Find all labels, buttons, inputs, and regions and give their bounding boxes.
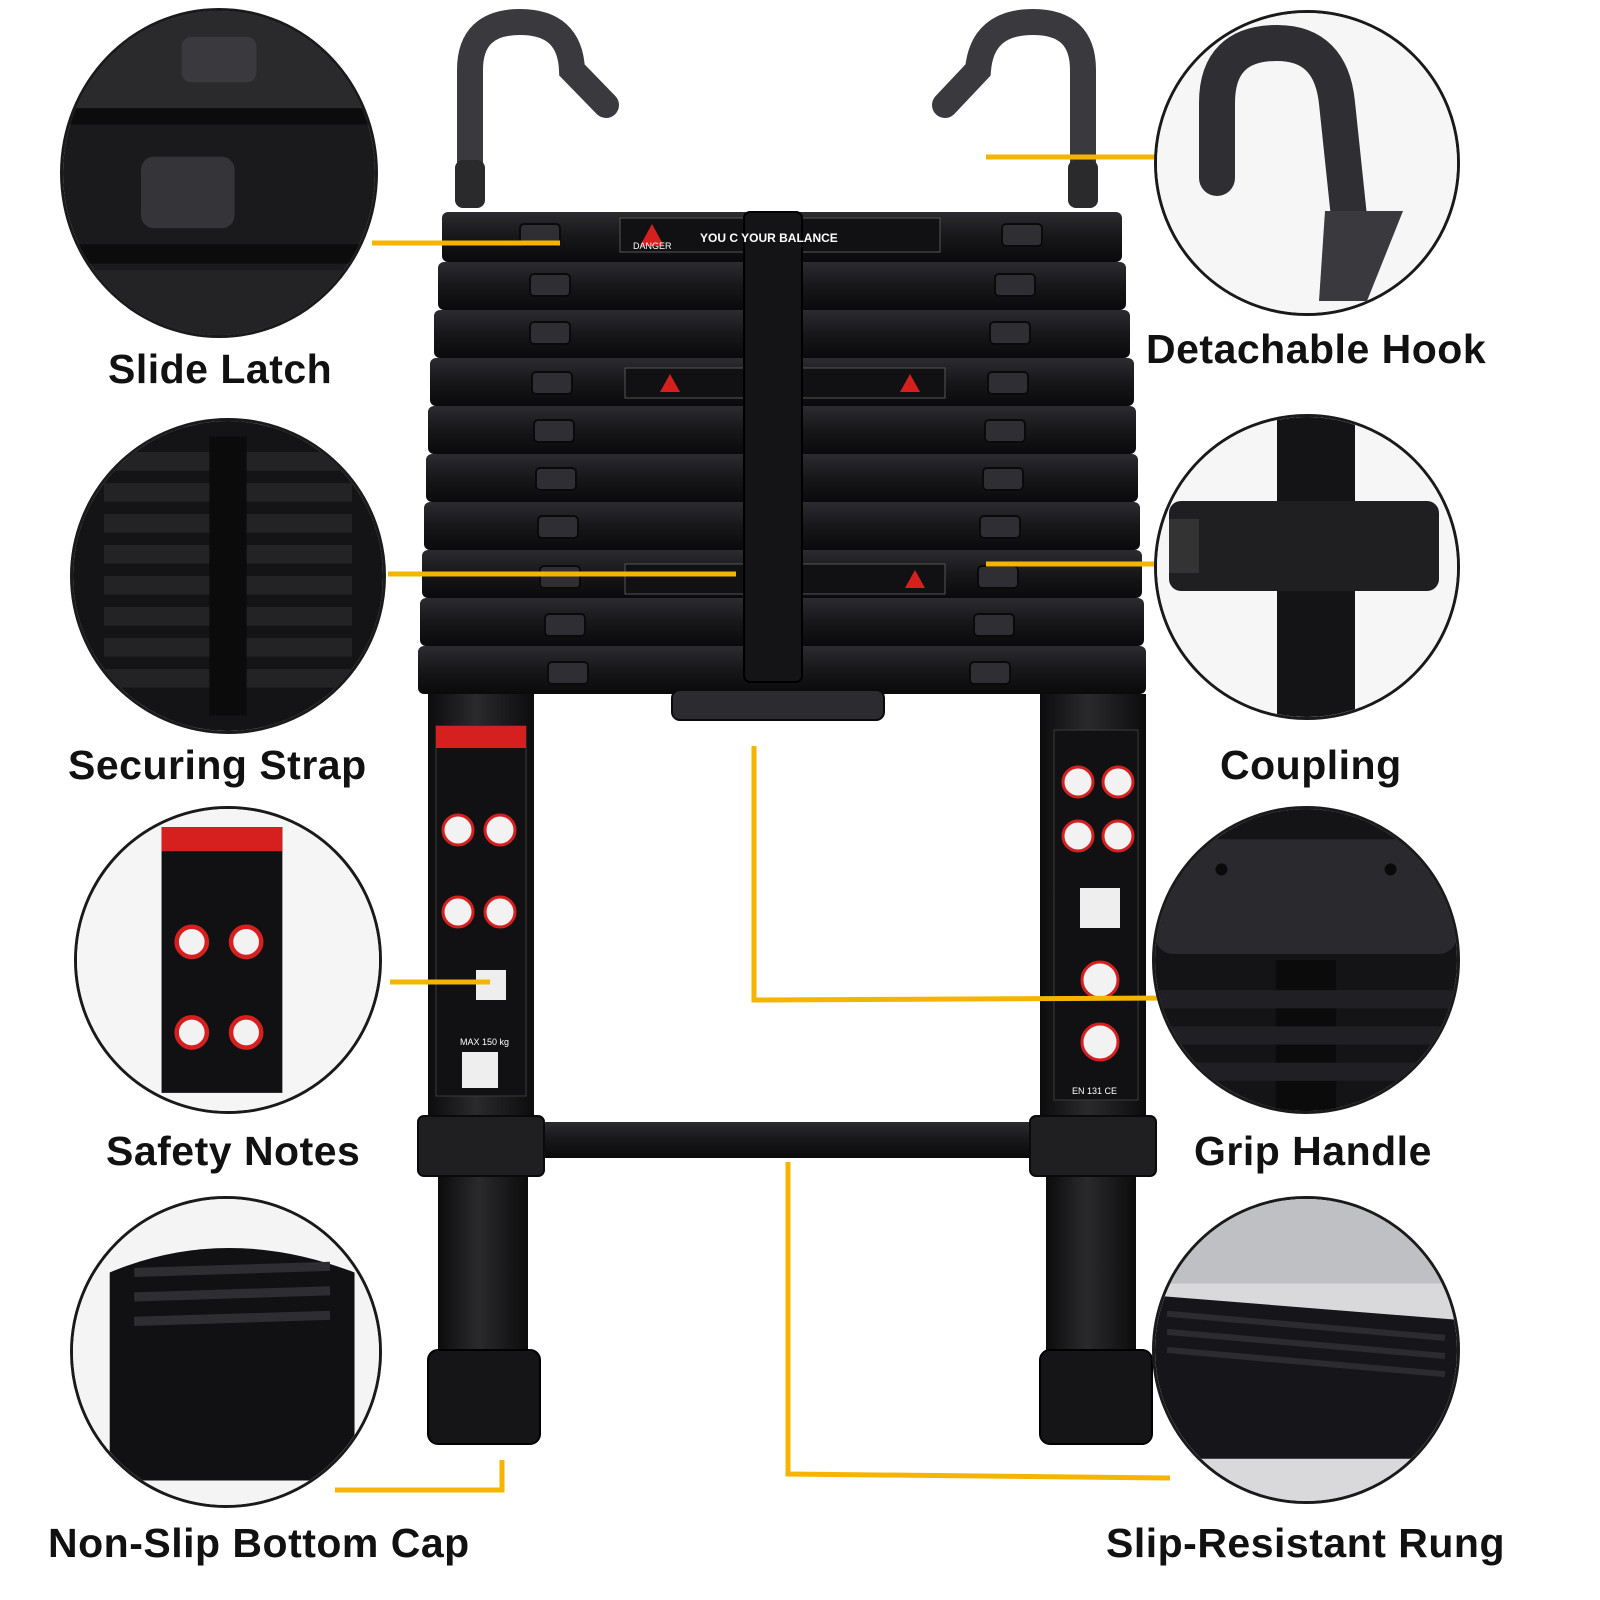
slip-resistant-rung-label: Slip-Resistant Rung [1106,1520,1506,1566]
detachable-hook-closeup [1154,10,1460,316]
strap [743,211,803,683]
foot-cap-left [427,1349,541,1445]
coupling-left [417,1115,545,1177]
non-slip-bottom-cap-label: Non-Slip Bottom Cap [48,1520,470,1566]
grip-handle-label: Grip Handle [1194,1128,1432,1174]
grip-handle-closeup [1152,806,1460,1114]
hook-left [457,8,619,203]
coupling-closeup [1154,414,1460,720]
detachable-hook-label: Detachable Hook [1146,326,1487,372]
foot-cap-right [1039,1349,1153,1445]
slide-latch-label: Slide Latch [108,346,333,392]
grip-handle [671,689,885,721]
safety-notes-label: Safety Notes [106,1128,361,1174]
leader-lines [335,154,1181,1493]
slip-resistant-rung-closeup [1152,1196,1460,1504]
bottom-rung [526,1122,1046,1158]
slide-latch-closeup [60,8,378,338]
coupling-right [1029,1115,1157,1177]
max-load-sticker: MAX 150 kg [460,1037,509,1047]
standard-sticker: EN 131 CE [1072,1086,1117,1096]
hook-right [932,8,1096,203]
bottom-cap-closeup [70,1196,382,1508]
top-warning-sticker: YOU C YOUR BALANCE [700,231,838,245]
securing-strap-label: Securing Strap [68,742,367,788]
securing-strap-closeup [70,418,386,734]
coupling-label: Coupling [1220,742,1402,788]
safety-notes-closeup [74,806,382,1114]
danger-tag: DANGER [633,241,672,251]
